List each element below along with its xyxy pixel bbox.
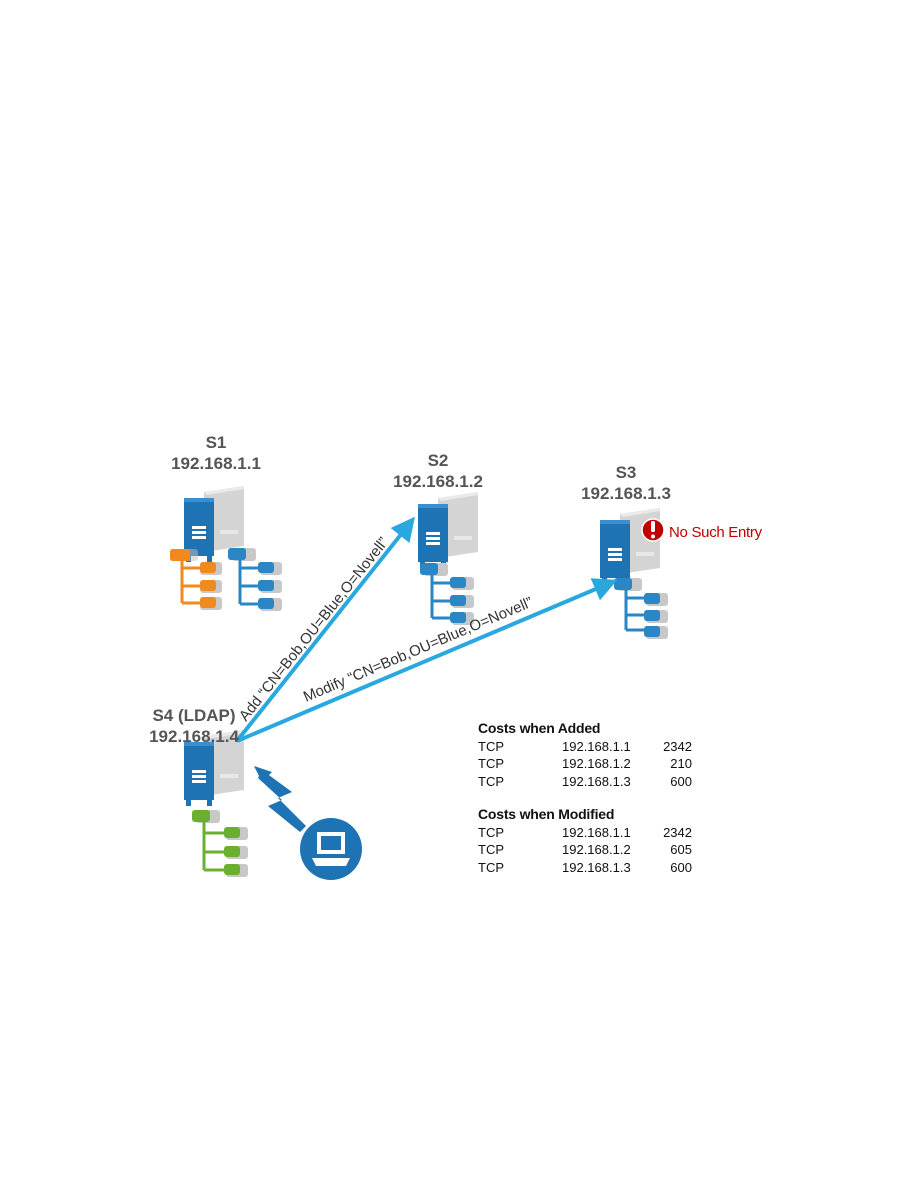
cost-cell: 600 (670, 859, 692, 875)
server-s1-ip: 192.168.1.1 (171, 454, 261, 473)
table-row: TCP 192.168.1.2 605 (478, 841, 692, 859)
protocol-cell: TCP (478, 756, 504, 771)
costs-added-table: Costs when Added TCP 192.168.1.1 2342 TC… (478, 720, 692, 790)
table-row: TCP 192.168.1.3 600 (478, 773, 692, 791)
server-s1-name: S1 (205, 433, 227, 452)
table-row: TCP 192.168.1.1 2342 (478, 738, 692, 756)
protocol-cell: TCP (478, 738, 504, 754)
cost-cell: 600 (670, 773, 692, 789)
lightning-bolt-icon (254, 766, 306, 832)
ip-cell: 192.168.1.2 (562, 842, 631, 857)
protocol-cell: TCP (478, 773, 504, 789)
costs-added-title: Costs when Added (478, 720, 601, 736)
server-s3-ip: 192.168.1.3 (581, 484, 671, 503)
server-s2-label: S2 192.168.1.2 (388, 450, 488, 492)
add-arrow (235, 516, 415, 743)
server-s1-label: S1 192.168.1.1 (166, 432, 266, 474)
cost-cell: 210 (670, 756, 692, 771)
modify-arrow (236, 578, 618, 743)
table-row: TCP 192.168.1.3 600 (478, 859, 692, 877)
protocol-cell: TCP (478, 842, 504, 857)
server-s4-ip: 192.168.1.4 (149, 727, 239, 746)
workstation-icon (300, 818, 362, 880)
cost-cell: 2342 (663, 824, 692, 840)
costs-modified-table: Costs when Modified TCP 192.168.1.1 2342… (478, 806, 692, 876)
ip-cell: 192.168.1.2 (562, 756, 631, 771)
ip-cell: 192.168.1.3 (562, 859, 631, 875)
server-s2-icon (418, 492, 478, 568)
ip-cell: 192.168.1.1 (562, 738, 631, 754)
cost-cell: 605 (670, 842, 692, 857)
table-row: TCP 192.168.1.1 2342 (478, 824, 692, 842)
table-row: TCP 192.168.1.2 210 (478, 755, 692, 773)
server-s3-name: S3 (615, 463, 637, 482)
costs-modified-title: Costs when Modified (478, 806, 615, 822)
server-s4-name: S4 (LDAP) (152, 706, 236, 725)
protocol-cell: TCP (478, 859, 504, 875)
cost-cell: 2342 (663, 738, 692, 754)
no-such-entry-alert: No Such Entry (669, 524, 762, 541)
protocol-cell: TCP (478, 824, 504, 840)
ip-cell: 192.168.1.3 (562, 773, 631, 789)
server-s4-label: S4 (LDAP) 192.168.1.4 (142, 705, 246, 747)
tree-s1-blue-icon (228, 548, 282, 611)
tree-s4-green-icon (192, 810, 248, 877)
server-s3-label: S3 192.168.1.3 (576, 462, 676, 504)
tree-s1-orange-icon (170, 549, 222, 610)
server-s2-ip: 192.168.1.2 (393, 472, 483, 491)
tree-s2-blue-icon (420, 563, 474, 625)
exclamation-icon (641, 518, 665, 542)
tree-s3-blue-icon (614, 578, 668, 639)
server-s2-name: S2 (427, 451, 449, 470)
ip-cell: 192.168.1.1 (562, 824, 631, 840)
